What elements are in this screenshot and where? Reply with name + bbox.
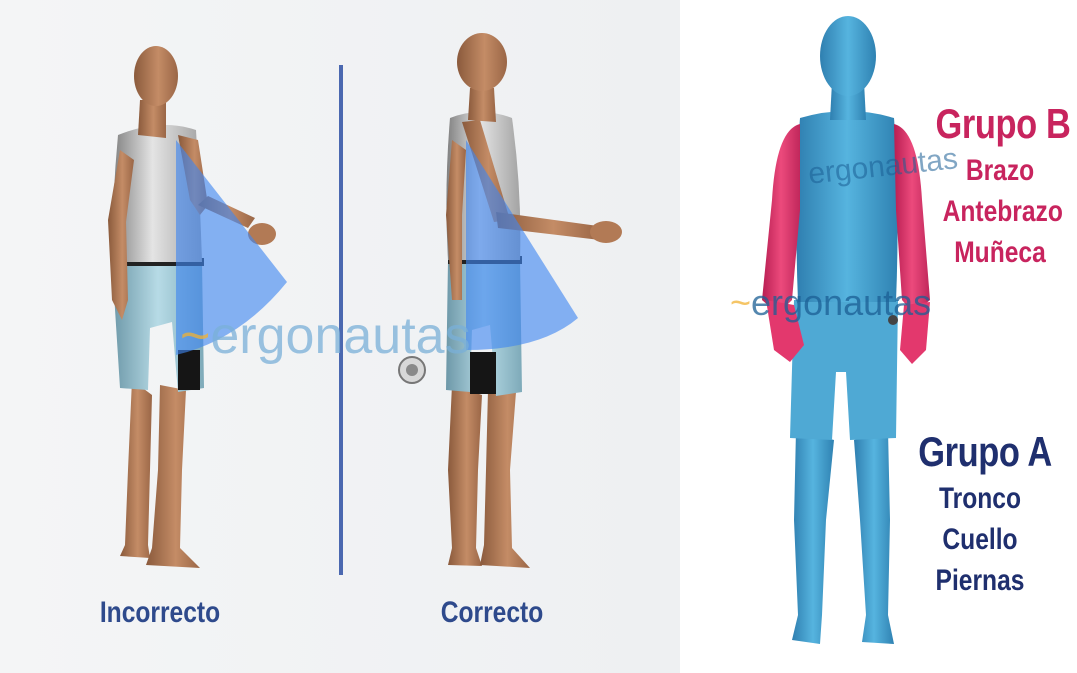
watermark-right: ~ergonautas <box>730 282 931 324</box>
group-a-title: Grupo A <box>915 428 1054 476</box>
watermark-left: ~ergonautas <box>180 306 471 366</box>
watermark-text: ergonautas <box>210 307 470 365</box>
watermark-right-text: ergonautas <box>751 282 931 323</box>
group-b-item: Muñeca <box>943 232 1058 273</box>
watermark-right-tilde: ~ <box>730 282 751 323</box>
group-b-item: Antebrazo <box>943 191 1058 232</box>
watermark-tilde: ~ <box>180 307 210 365</box>
correct-label: Correcto <box>410 596 574 630</box>
group-a-item: Piernas <box>923 560 1038 601</box>
group-b-item: Brazo <box>943 150 1058 191</box>
group-a-item: Tronco <box>923 478 1038 519</box>
group-b-title: Grupo B <box>933 100 1072 148</box>
group-a-item: Cuello <box>923 519 1038 560</box>
incorrect-label: Incorrecto <box>78 596 242 630</box>
